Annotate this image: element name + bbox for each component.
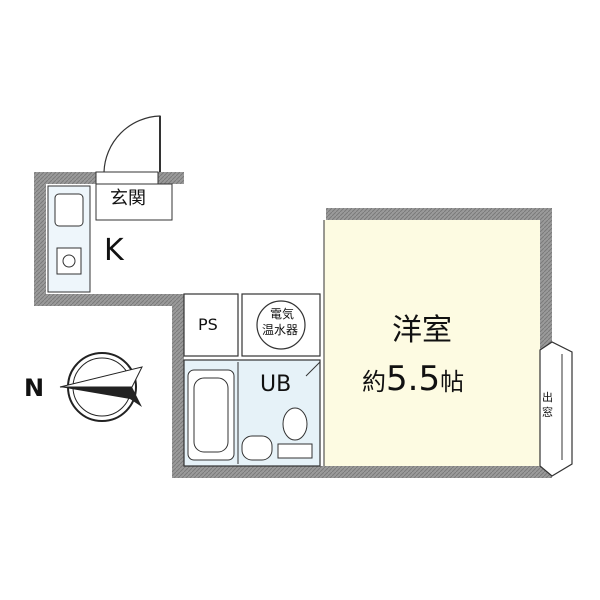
bay-window-label-2: 窓 bbox=[542, 406, 553, 419]
water-heater-label-2: 温水器 bbox=[262, 323, 299, 337]
entrance-floor bbox=[95, 183, 173, 221]
door-swing-icon bbox=[103, 115, 161, 173]
burner-icon bbox=[62, 254, 76, 268]
compass-icon bbox=[59, 352, 143, 422]
kitchen-label: K bbox=[104, 233, 124, 268]
western-room-name: 洋室 bbox=[392, 313, 452, 348]
western-room-prefix: 約 bbox=[362, 368, 386, 396]
water-heater-icon bbox=[256, 300, 306, 350]
bath-door-icon bbox=[305, 361, 321, 377]
bathtub-icon bbox=[187, 369, 235, 461]
entrance-label: 玄関 bbox=[110, 188, 146, 209]
unit-bath-label: UB bbox=[260, 372, 292, 397]
sink-icon bbox=[54, 193, 84, 227]
north-label: N bbox=[24, 374, 45, 402]
ps-label: PS bbox=[198, 315, 218, 334]
western-room-unit: 帖 bbox=[440, 368, 465, 396]
western-room-size: 約5.5帖 bbox=[362, 362, 464, 396]
bay-window-label-1: 出 bbox=[542, 391, 553, 404]
toilet-icon bbox=[282, 407, 308, 441]
western-room-size-value: 5.5 bbox=[386, 359, 441, 399]
stove-icon bbox=[56, 247, 82, 275]
bay-window bbox=[539, 341, 573, 477]
water-heater-label-1: 電気 bbox=[270, 307, 295, 321]
toilet-tank-icon bbox=[277, 443, 313, 459]
door-frame bbox=[95, 171, 159, 185]
kitchen-floor bbox=[46, 184, 326, 294]
washbasin-icon bbox=[241, 435, 273, 461]
ps-box bbox=[183, 293, 239, 357]
western-room-floor bbox=[324, 220, 540, 466]
